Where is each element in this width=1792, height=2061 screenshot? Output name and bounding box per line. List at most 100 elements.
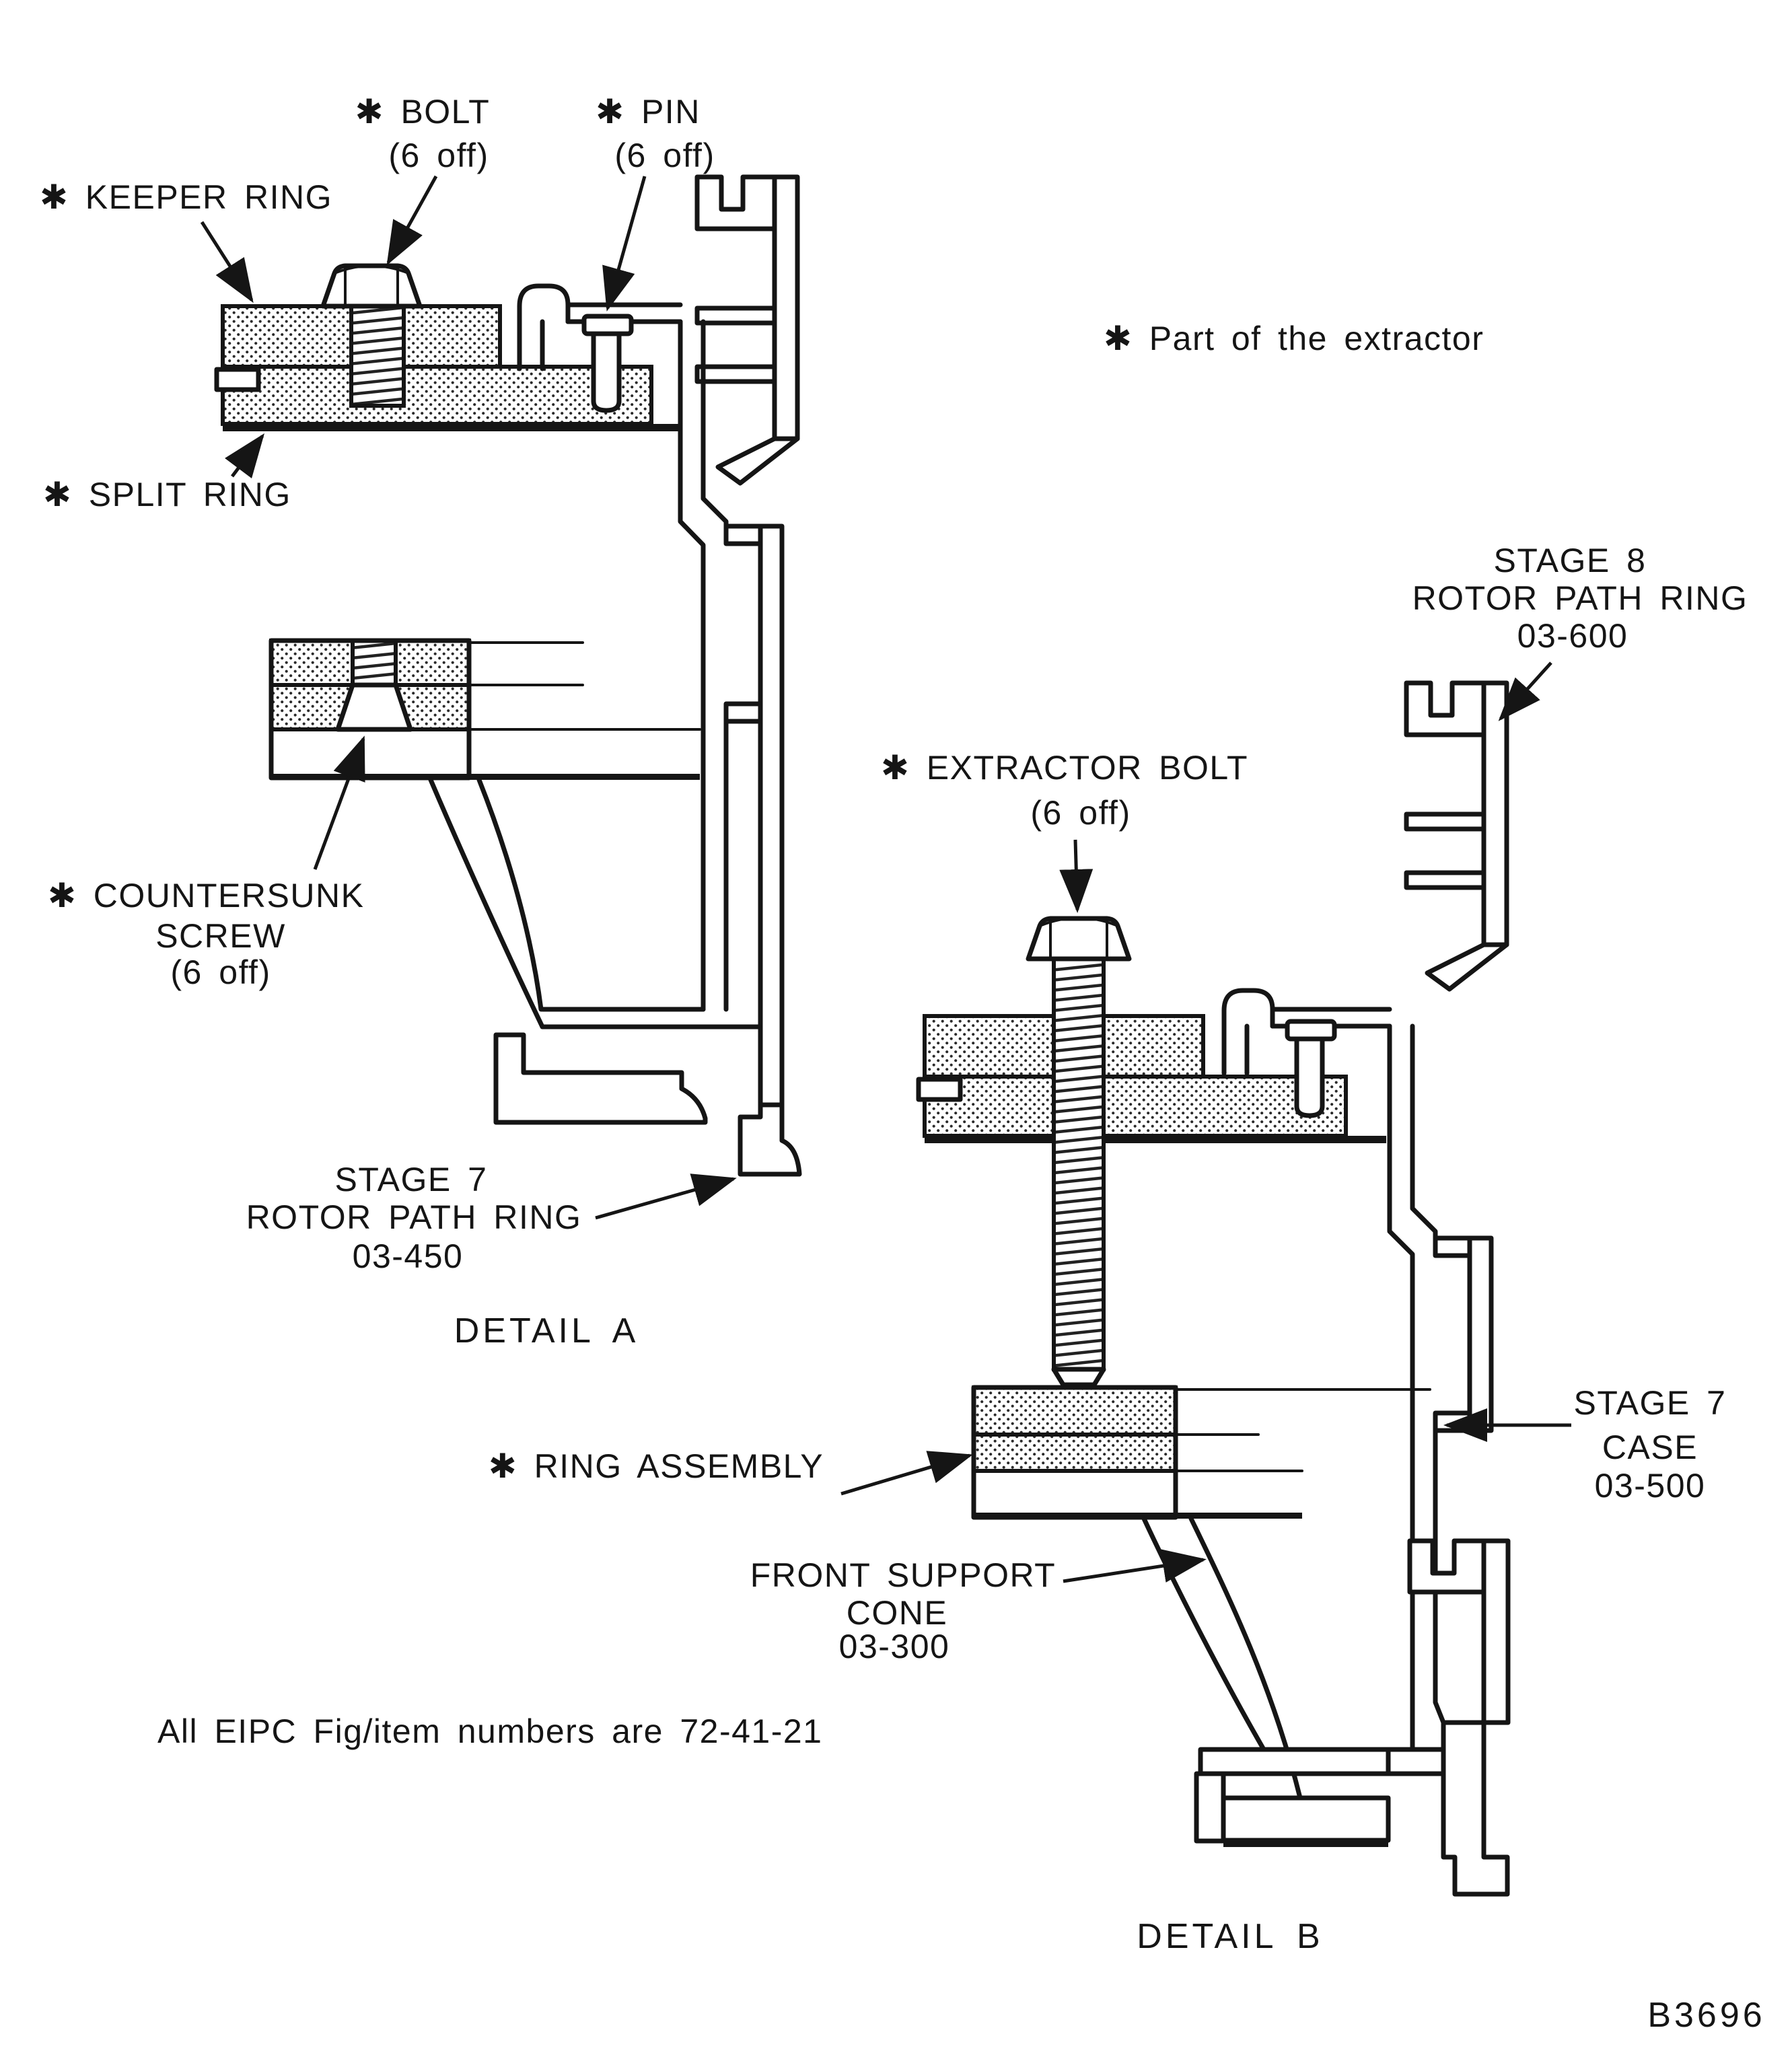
pin-arrow [602, 176, 647, 312]
countersunk-screw-threads [351, 639, 398, 687]
bolt-arrow [386, 175, 438, 266]
stage7-rotor-ring-label-2: ROTOR PATH RING [246, 1198, 582, 1236]
assembly-base-line [223, 424, 680, 431]
bolt-qty-label: (6 off) [388, 137, 489, 174]
mid-flange-spine [1467, 1235, 1494, 1433]
flange-taper [715, 436, 800, 486]
flange-fin [1404, 811, 1486, 832]
case-plate-lines-b [1270, 1007, 1392, 1029]
detail-b-caption: DETAIL B [1137, 1917, 1323, 1956]
flange-fin-notched [1404, 680, 1486, 737]
case-channel-line [1387, 1023, 1415, 1752]
mid-flange-fin [1433, 1410, 1472, 1433]
pin-body [1294, 1036, 1325, 1118]
case-channel-line [701, 319, 729, 529]
section-leader-lines [468, 641, 701, 731]
flange-fin [694, 364, 777, 384]
case-channel-line [1410, 1023, 1438, 1241]
flange-fin [1404, 870, 1486, 890]
mid-flange-fin [723, 523, 763, 546]
stage7-case-label-1: STAGE 7 [1574, 1384, 1727, 1422]
assembly-base-line-b [925, 1136, 1386, 1143]
stage8-rotor-ring-arrow [1498, 661, 1552, 721]
section-leader-lines-b [1174, 1388, 1431, 1472]
flange-fin-notched [1407, 1538, 1486, 1595]
flange-spine [1481, 1538, 1511, 1725]
flange-taper [1425, 942, 1509, 992]
case-mid-flange-b [1433, 1235, 1494, 1433]
stage7-case-number: 03-500 [1595, 1467, 1706, 1505]
countersunk-label-2: SCREW [155, 917, 286, 955]
case-mid-flange-a [723, 523, 802, 1177]
ring-section-a [268, 638, 701, 781]
foot-base-line [1223, 1840, 1388, 1847]
ring-assembly-base-line [974, 1513, 1302, 1519]
case-channel-line [678, 319, 706, 1012]
mid-flange-spine [758, 523, 785, 1108]
stage7-rotor-ring-number: 03-450 [353, 1237, 464, 1275]
flange-fin-notched [694, 174, 777, 231]
foot-bar [1221, 1795, 1391, 1843]
pin-cap [1285, 1019, 1337, 1042]
flange-foot-pad [1441, 1720, 1510, 1897]
case-hook [517, 283, 571, 371]
stage7-rotor-ring-label-1: STAGE 7 [335, 1161, 488, 1198]
part-of-extractor-note: ✱ Part of the extractor [1104, 320, 1484, 357]
support-cone-inner [476, 777, 544, 1012]
locking-pin [581, 314, 634, 413]
ring-assembly-section [971, 1385, 1431, 1520]
keeper-ring-label: ✱ KEEPER RING [40, 178, 332, 216]
eipc-footer-note: All EIPC Fig/item numbers are 72-41-21 [157, 1712, 822, 1750]
bolt-shank [349, 304, 406, 408]
ring-assembly-label: ✱ RING ASSEMBLY [489, 1447, 824, 1485]
flange-spine [1481, 680, 1509, 947]
stage8-rotor-path-ring-flange [1404, 680, 1509, 992]
pin-body [591, 331, 622, 413]
ring-assembly-band [972, 1385, 1178, 1437]
front-support-label-1: FRONT SUPPORT [750, 1556, 1056, 1594]
detail-b-drawing: ✱ EXTRACTOR BOLT (6 off) STAGE 8 ROTOR P… [489, 542, 1747, 1956]
support-cone-outer [428, 777, 545, 1029]
flange-spine [772, 174, 800, 441]
foot-bar [1198, 1747, 1405, 1776]
ring-base-line [271, 774, 700, 780]
foot-tab [1194, 1771, 1226, 1844]
ring-assembly-band [972, 1433, 1178, 1473]
stage8-number: 03-600 [1517, 617, 1628, 655]
foot-link-fin [1386, 1747, 1446, 1776]
split-ring-notch [214, 367, 261, 392]
detail-a-drawing: ✱ BOLT (6 off) ✱ PIN (6 off) ✱ KEEPER RI… [40, 93, 802, 1350]
pin-qty-label: (6 off) [614, 137, 715, 174]
bolt-head-facets [333, 264, 410, 305]
pin-label: ✱ PIN [596, 93, 701, 131]
extractor-bolt [1026, 916, 1132, 1387]
front-support-label-2: CONE [847, 1594, 947, 1632]
countersunk-qty-label: (6 off) [170, 953, 271, 991]
extractor-bolt-label: ✱ EXTRACTOR BOLT [881, 749, 1248, 787]
bolt-label: ✱ BOLT [355, 93, 491, 131]
stage8-label-1: STAGE 8 [1494, 542, 1647, 579]
detail-b-foot [1194, 1538, 1511, 1897]
extractor-bolt-arrow [1059, 839, 1094, 913]
case-channel-line [1433, 1428, 1446, 1725]
extractor-bolt-shank [1052, 957, 1106, 1371]
extractor-bolt-tip [1051, 1367, 1106, 1387]
countersunk-label-1: ✱ COUNTERSUNK [48, 877, 364, 914]
rotor-path-ring-arrow [595, 1173, 737, 1220]
ring-assembly-arrow [840, 1451, 973, 1496]
retaining-bolt [320, 263, 423, 408]
pin-cap [581, 314, 634, 336]
rotor-path-ring-foot [493, 1032, 708, 1125]
stage7-case-label-2: CASE [1602, 1429, 1698, 1466]
locking-pin-b [1285, 1019, 1337, 1118]
mid-flange-fin [723, 701, 763, 724]
split-ring-section [221, 365, 653, 426]
split-ring-label: ✱ SPLIT RING [43, 476, 291, 513]
split-ring-arrow [225, 433, 264, 478]
extractor-bolt-head-facets [1038, 916, 1119, 958]
flange-foot-pad [738, 1102, 802, 1177]
front-support-number: 03-300 [839, 1628, 950, 1665]
countersunk-screw-head [335, 682, 413, 732]
